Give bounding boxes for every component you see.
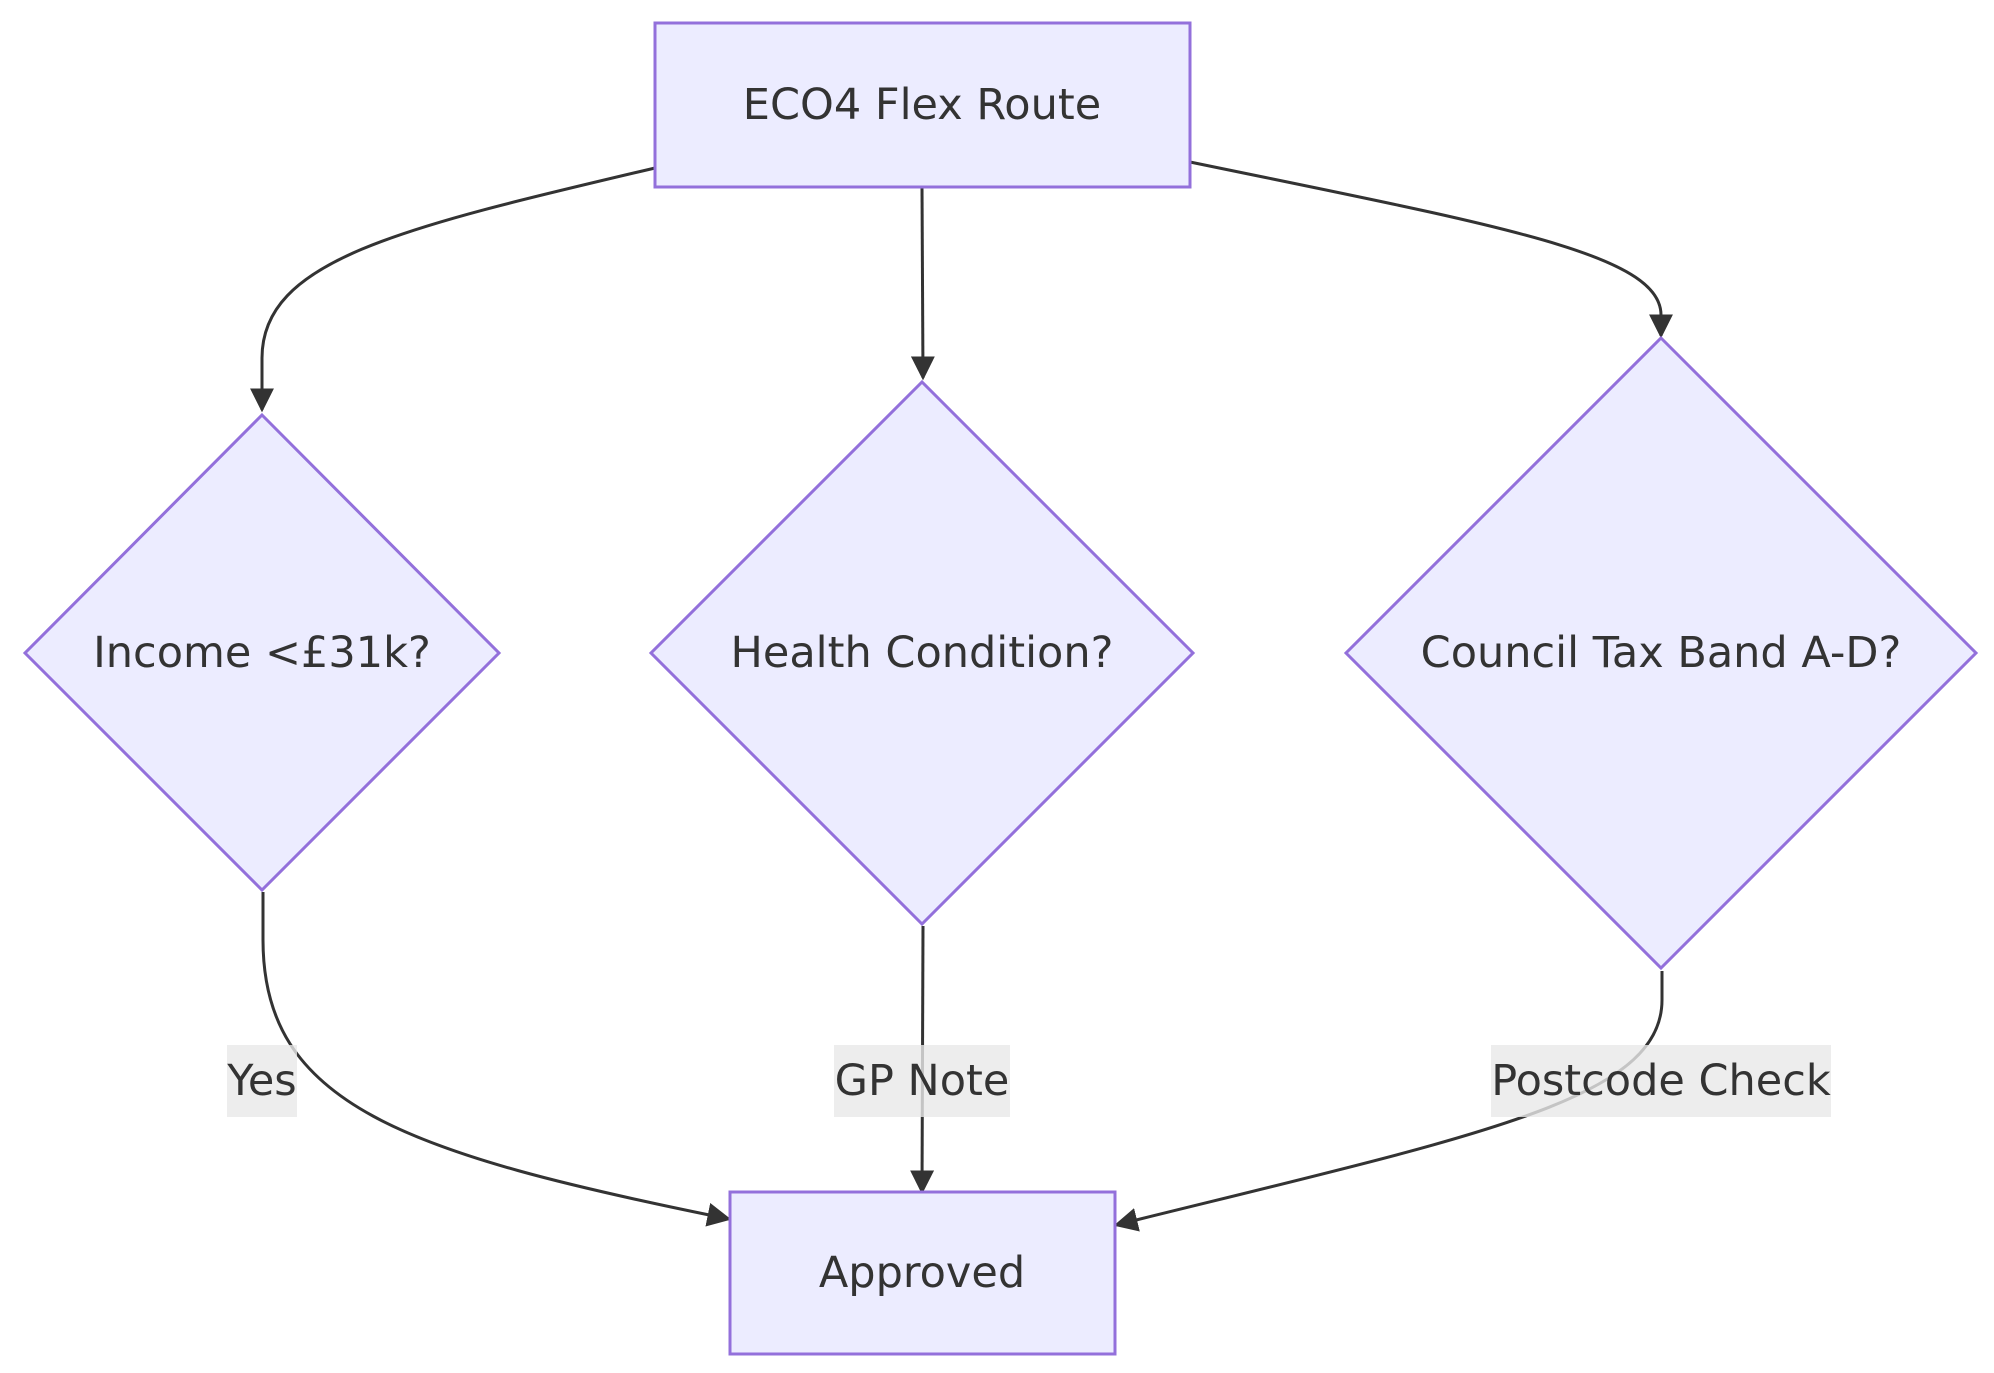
- node-start-box: [653, 21, 1192, 189]
- node-start-label: ECO4 Flex Route: [743, 80, 1101, 130]
- edge-label-yes-text: Yes: [226, 1056, 296, 1106]
- node-income-diamond: [22, 412, 502, 893]
- node-health-label: Health Condition?: [731, 628, 1114, 678]
- node-approved: Approved: [728, 1190, 1117, 1356]
- edge-label-yes: Yes: [226, 1045, 297, 1117]
- node-council-label: Council Tax Band A-D?: [1421, 628, 1902, 678]
- edge-start-to-council: [1189, 160, 1673, 339]
- node-council-diamond: [1343, 335, 1979, 971]
- node-health-diamond: [648, 379, 1196, 927]
- node-income-label: Income <£31k?: [93, 628, 431, 678]
- node-council: Council Tax Band A-D?: [1343, 335, 1979, 971]
- node-approved-label: Approved: [819, 1248, 1025, 1298]
- node-health: Health Condition?: [648, 379, 1196, 927]
- edge-label-gp-note: GP Note: [834, 1045, 1010, 1117]
- edge-label-gp-note-bg: [834, 1045, 1010, 1117]
- edge-start-to-income: [250, 166, 656, 413]
- node-start: ECO4 Flex Route: [653, 21, 1192, 189]
- edge-label-gp-note-text: GP Note: [835, 1056, 1010, 1106]
- edge-label-postcode-check-text: Postcode Check: [1491, 1056, 1831, 1106]
- node-income: Income <£31k?: [22, 412, 502, 893]
- edge-label-postcode-check-bg: [1491, 1045, 1831, 1117]
- node-approved-box: [728, 1190, 1117, 1356]
- edge-start-to-health: [910, 186, 935, 381]
- edge-income-to-approved: [261, 892, 732, 1227]
- edge-label-postcode-check: Postcode Check: [1491, 1045, 1831, 1117]
- edge-label-yes-bg: [227, 1045, 297, 1117]
